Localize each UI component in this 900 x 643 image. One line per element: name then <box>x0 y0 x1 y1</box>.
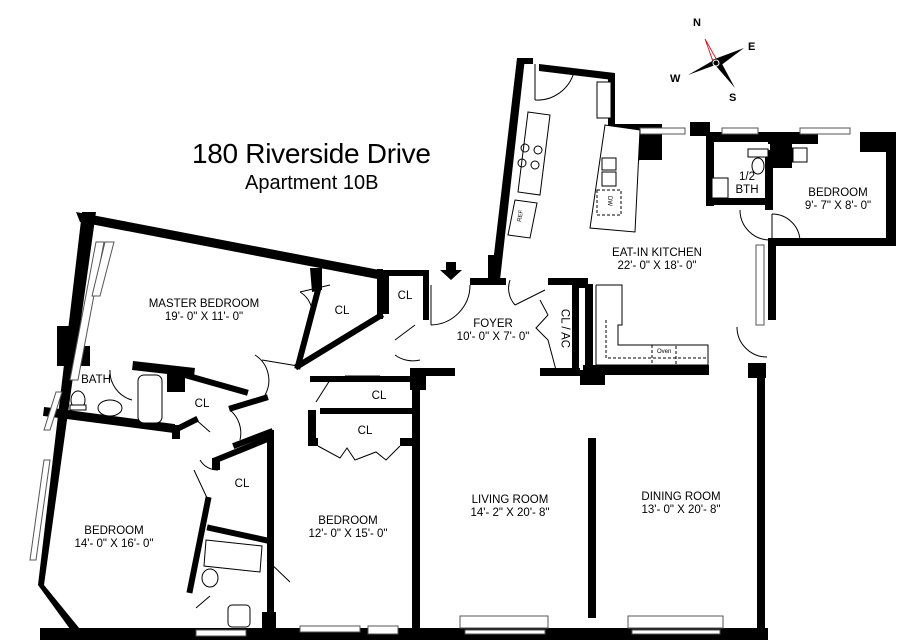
room-name: LIVING ROOM <box>471 494 549 506</box>
room-name: FOYER <box>473 318 513 330</box>
fixtures <box>69 81 808 628</box>
doors <box>109 64 801 609</box>
compass-south-label: S <box>729 92 737 104</box>
room-size: 13'- 0" X 20'- 8" <box>641 504 721 516</box>
oven-label: Oven <box>657 349 672 355</box>
room-name: DINING ROOM <box>641 491 721 503</box>
address-title: 180 Riverside Drive <box>192 138 431 169</box>
room-name-line1: 1/2 <box>739 171 755 183</box>
room-name: BATH <box>81 374 111 386</box>
room-size: 14'- 2" X 20'- 8" <box>470 507 550 519</box>
room-size: 10'- 0" X 7'- 0" <box>456 331 530 343</box>
room-name: BEDROOM <box>84 525 144 537</box>
room-size: 14'- 0" X 16'- 0" <box>74 538 154 550</box>
closet-label: CL <box>334 305 350 317</box>
room-eat-in-kitchen: EAT-IN KITCHEN 22'- 0" X 18'- 0" <box>612 247 702 273</box>
room-living-room: LIVING ROOM 14'- 2" X 20'- 8" <box>470 494 549 520</box>
room-size: 22'- 0" X 18'- 0" <box>617 260 697 272</box>
compass-east-label: E <box>748 41 756 53</box>
closet-label: CL <box>357 425 373 437</box>
interior-walls <box>42 255 709 638</box>
room-master-bedroom: MASTER BEDROOM 19'- 0" X 11'- 0" <box>149 298 260 324</box>
room-half-bath: 1/2 BTH <box>736 171 759 197</box>
entry-arrow-icon <box>440 262 462 280</box>
room-size: 9'- 7" X 8'- 0" <box>804 200 872 212</box>
exterior-walls <box>38 58 896 640</box>
windows <box>29 127 851 637</box>
closet-label: CL <box>194 398 210 410</box>
room-name: EAT-IN KITCHEN <box>612 247 702 259</box>
room-size: 19'- 0" X 11'- 0" <box>164 311 244 323</box>
closet-label: CL <box>397 290 413 302</box>
room-bedroom-middle: BEDROOM 12'- 0" X 15'- 0" <box>308 515 387 541</box>
room-dining-room: DINING ROOM 13'- 0" X 20'- 8" <box>641 491 720 517</box>
dishwasher-label: DW <box>606 196 612 206</box>
compass-rose-icon <box>688 38 744 88</box>
closet-label: CL <box>234 478 250 490</box>
room-foyer: FOYER 10'- 0" X 7'- 0" <box>457 318 530 344</box>
room-cl-ac: CL / AC <box>558 309 571 348</box>
room-size: 12'- 0" X 15'- 0" <box>308 528 388 540</box>
room-name: CL / AC <box>558 308 571 349</box>
room-name: BEDROOM <box>318 515 378 527</box>
room-bath: BATH <box>81 374 111 387</box>
closet-label: CL <box>371 390 387 402</box>
compass-north-label: N <box>693 17 701 29</box>
room-name: BEDROOM <box>808 187 868 199</box>
room-name-line2: BTH <box>735 184 759 196</box>
apartment-subtitle: Apartment 10B <box>245 172 379 194</box>
room-small-bedroom: BEDROOM 9'- 7" X 8'- 0" <box>805 187 871 213</box>
room-bedroom-left: BEDROOM 14'- 0" X 16'- 0" <box>74 525 153 551</box>
compass-west-label: W <box>670 73 681 85</box>
room-name: MASTER BEDROOM <box>148 298 260 310</box>
